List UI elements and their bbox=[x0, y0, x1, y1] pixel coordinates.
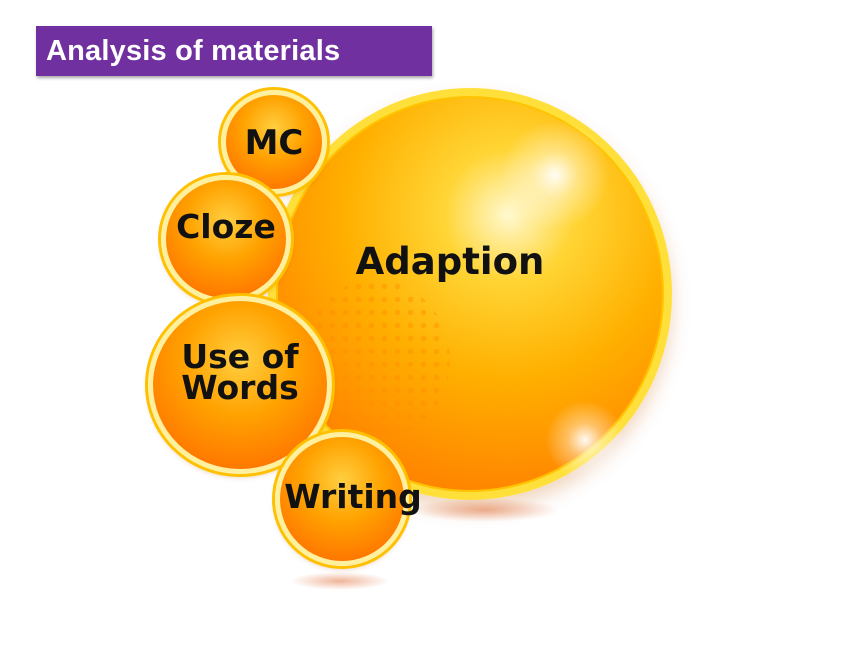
use-of-words-label-line1: Use of bbox=[181, 337, 299, 376]
cloze-label: Cloze bbox=[176, 207, 276, 246]
bubble-highlight bbox=[545, 400, 625, 480]
adaption-label: Adaption bbox=[355, 240, 545, 283]
use-of-words-label-line2: Words bbox=[181, 368, 299, 407]
mc-label: MC bbox=[244, 123, 304, 163]
writing-label: Writing bbox=[284, 477, 422, 516]
bubble-highlight bbox=[500, 120, 610, 230]
cloze-bubble bbox=[161, 175, 291, 303]
writing-bubble bbox=[275, 432, 409, 566]
bubble-shadow bbox=[290, 572, 390, 590]
slide-title: Analysis of materials bbox=[46, 34, 341, 67]
bubble-shadow bbox=[410, 498, 560, 522]
slide-title-banner: Analysis of materials bbox=[36, 26, 432, 76]
